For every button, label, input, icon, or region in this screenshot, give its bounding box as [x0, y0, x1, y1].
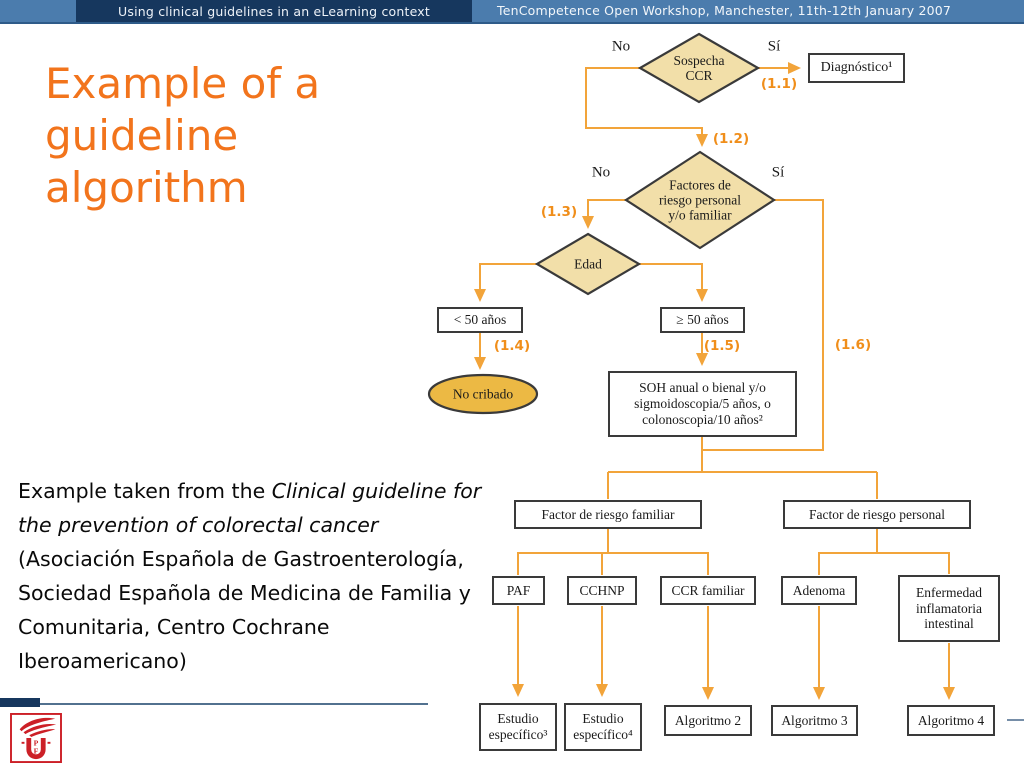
caption-source-italic: Clinical guideline for the prevention of… — [18, 479, 482, 537]
connector-split-factors — [607, 437, 878, 499]
label-si-sospecha: Sí — [767, 38, 781, 55]
step-label-1-5: (1.5) — [703, 338, 741, 354]
footer-navy-bar — [0, 698, 40, 707]
caption-text: Example taken from the Clinical guidelin… — [18, 474, 496, 678]
node-lt50: < 50 años — [437, 307, 523, 333]
caption-organisations: (Asociación Española de Gastroenterologí… — [18, 547, 471, 673]
node-algoritmo-3: Algoritmo 3 — [771, 705, 858, 736]
slide-header-bar: Using clinical guidelines in an eLearnin… — [0, 0, 1024, 24]
header-workshop-label: TenCompetence Open Workshop, Manchester,… — [497, 3, 952, 18]
decision-factores-riesgo — [623, 150, 777, 250]
label-no-sospecha: No — [611, 38, 631, 55]
connector-si-risk-line — [702, 199, 824, 451]
node-algoritmo-2: Algoritmo 2 — [664, 705, 752, 736]
upf-logo-icon: P F — [10, 713, 62, 763]
node-ccr-familiar: CCR familiar — [660, 576, 756, 605]
page-title: Example of a guideline algorithm — [45, 59, 321, 212]
step-label-1-3: (1.3) — [540, 204, 578, 220]
label-no-cribado: No cribado — [452, 386, 514, 402]
node-factor-familiar: Factor de riesgo familiar — [514, 500, 702, 529]
svg-text:P: P — [34, 739, 39, 748]
header-title: Using clinical guidelines in an eLearnin… — [118, 3, 430, 19]
decision-sospecha-ccr — [637, 32, 761, 104]
label-si-factores: Sí — [771, 164, 785, 181]
label-factores-riesgo: Factores de riesgo personal y/o familiar — [658, 177, 742, 223]
upf-university-logo: P F — [10, 713, 62, 763]
connector-no-to-factores — [585, 67, 708, 147]
label-no-factores: No — [591, 164, 611, 181]
node-diagnostico: Diagnóstico¹ — [808, 53, 905, 83]
step-label-1-1: (1.1) — [760, 76, 798, 92]
node-enfermedad: Enfermedad inflamatoria intestinal — [898, 575, 1000, 642]
svg-text:F: F — [34, 746, 39, 755]
footer-divider-line — [0, 703, 428, 705]
node-paf: PAF — [492, 576, 545, 605]
label-edad: Edad — [574, 256, 602, 272]
terminal-no-cribado — [427, 373, 539, 415]
connector-no-to-edad — [582, 199, 626, 229]
node-factor-personal: Factor de riesgo personal — [783, 500, 971, 529]
node-gte50: ≥ 50 años — [660, 307, 745, 333]
node-soh-screening: SOH anual o bienal y/o sigmoidoscopia/5 … — [608, 371, 797, 437]
node-estudio-especifico-4: Estudio específico⁴ — [564, 703, 642, 751]
caption-line-lead: Example taken from the Clinical guidelin… — [18, 474, 496, 542]
node-estudio-especifico-3: Estudio específico³ — [479, 703, 557, 751]
caption-lead: Example taken from the — [18, 479, 272, 503]
node-cchnp: CCHNP — [567, 576, 637, 605]
connector-edad-lt50 — [474, 263, 537, 302]
connector-edad-gte50 — [639, 263, 708, 302]
header-title-box: Using clinical guidelines in an eLearnin… — [76, 0, 472, 22]
connector-personal-split — [818, 529, 950, 575]
step-label-1-2: (1.2) — [712, 131, 750, 147]
step-label-1-6: (1.6) — [834, 337, 872, 353]
decision-edad — [534, 232, 642, 296]
label-sospecha-ccr: Sospecha CCR — [673, 52, 725, 83]
node-algoritmo-4: Algoritmo 4 — [907, 705, 995, 736]
step-label-1-4: (1.4) — [493, 338, 531, 354]
connector-familiar-split — [517, 529, 709, 575]
node-adenoma: Adenoma — [781, 576, 857, 605]
